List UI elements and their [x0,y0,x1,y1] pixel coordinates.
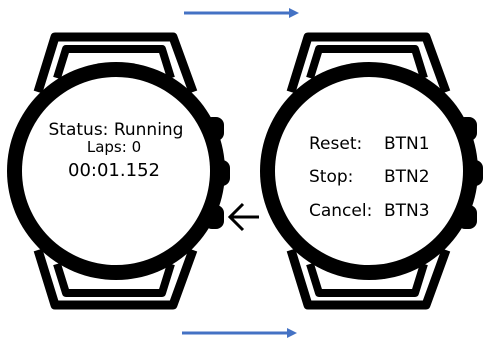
menu-stop-label: Stop: [309,167,353,187]
watch-left: Status: Running Laps: 0 00:01.152 [7,32,230,310]
menu-cancel-button: BTN3 [384,201,430,221]
menu-reset-label: Reset: [309,134,362,154]
watch-left-screen [22,77,210,265]
watch-left-top-strap [33,32,198,94]
watch-right-top-strap [286,32,451,94]
menu-reset-button: BTN1 [384,134,430,154]
menu-cancel-label: Cancel: [309,201,372,221]
watch-right: Reset: BTN1 Stop: BTN2 Cancel: BTN3 [260,32,483,310]
timer-text: 00:01.152 [68,160,160,181]
laps-text: Laps: 0 [87,138,141,156]
watch-left-bottom-strap [33,248,198,310]
arrow-left-icon [227,202,259,232]
menu-stop-button: BTN2 [384,167,430,187]
status-text: Status: Running [49,120,184,140]
watch-right-screen [275,77,463,265]
watch-right-bottom-strap [286,248,451,310]
